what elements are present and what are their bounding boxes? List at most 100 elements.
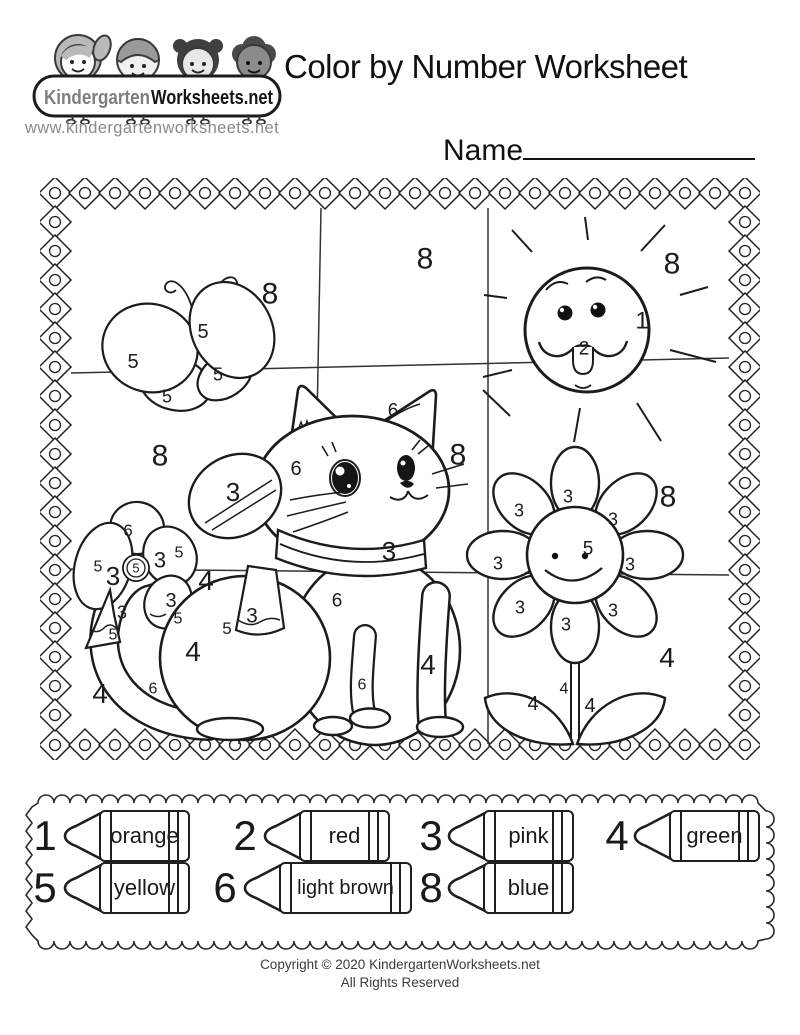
picture-number: 5 (162, 386, 172, 406)
border-diamond-dot (48, 679, 62, 693)
butterfly (101, 276, 276, 412)
picture-number: 6 (149, 681, 158, 698)
border-diamond (217, 178, 253, 211)
border-diamond (337, 178, 373, 211)
border-diamond (727, 465, 760, 501)
name-label: Name (443, 134, 524, 167)
border-diamond (427, 727, 463, 760)
border-diamond-dot (738, 621, 752, 635)
key-color-label: yellow (113, 875, 176, 900)
crayon-light-brown: light brown (242, 862, 412, 914)
border-diamond-dot (138, 738, 152, 752)
border-diamond-dot (48, 418, 62, 432)
border-diamond-dot (678, 186, 692, 200)
border-diamond (697, 727, 733, 760)
tail-bow (72, 500, 198, 650)
border-diamond-dot (558, 186, 572, 200)
border-diamond-dot (318, 186, 332, 200)
border-diamond (277, 178, 313, 211)
border-diamond-dot (738, 331, 752, 345)
border-diamond-dot (738, 244, 752, 258)
key-color-label: orange (110, 823, 179, 848)
picture-number: 3 (563, 486, 573, 506)
border-diamond (727, 610, 760, 646)
crayon-tip-icon (263, 811, 302, 861)
crayon-pink: pink (446, 810, 574, 862)
crayon-tip-icon (447, 811, 486, 861)
border-diamond (40, 320, 73, 356)
border-diamond-dot (738, 650, 752, 664)
cat-scarf (274, 528, 428, 578)
picture-number: 5 (583, 539, 594, 560)
border-diamond (157, 178, 193, 211)
picture-number: 5 (127, 351, 138, 373)
border-diamond (667, 727, 703, 760)
flower (465, 445, 685, 746)
border-diamond (697, 178, 733, 211)
crayon-blue: blue (446, 862, 574, 914)
border-diamond (727, 320, 760, 356)
border-diamond-dot (738, 389, 752, 403)
border-diamond-dot (78, 186, 92, 200)
border-diamond-dot (738, 592, 752, 606)
border-diamond (727, 552, 760, 588)
border-diamond-dot (288, 186, 302, 200)
border-diamond (547, 178, 583, 211)
border-diamond-dot (738, 563, 752, 577)
picture-number: 3 (106, 561, 120, 591)
key-number: 5 (33, 864, 57, 911)
border-diamond (40, 349, 73, 385)
key-color-label: pink (508, 823, 549, 848)
picture-number: 6 (332, 591, 343, 612)
border-diamond (40, 727, 73, 760)
border-diamond-dot (438, 738, 452, 752)
border-diamond-dot (48, 273, 62, 287)
picture-number: 5 (109, 627, 118, 644)
border-diamond-dot (48, 186, 62, 200)
border-diamond-dot (738, 273, 752, 287)
picture-number: 3 (382, 536, 396, 566)
border-diamond-dot (738, 534, 752, 548)
logo-kid-boy (115, 38, 161, 82)
key-number: 4 (605, 812, 629, 859)
key-item-6: 6 (208, 862, 242, 914)
border-diamond (127, 727, 163, 760)
picture-number: 4 (198, 565, 214, 596)
picture-number: 8 (152, 440, 169, 473)
border-diamond-dot (48, 244, 62, 258)
picture-number: 5 (132, 561, 139, 576)
key-color-label: light brown (297, 876, 394, 899)
site-logo: Kindergarten Worksheets.net (32, 34, 282, 124)
key-item-2: 2 (228, 810, 262, 862)
picture-number: 5 (222, 619, 231, 638)
border-diamond-dot (738, 505, 752, 519)
picture-number: 6 (123, 521, 132, 540)
border-diamond (637, 178, 673, 211)
picture-number: 3 (165, 590, 176, 612)
border-diamond (40, 610, 73, 646)
border-diamond (727, 727, 760, 760)
logo-kid-girl-pigtails (173, 39, 223, 81)
picture-number: 3 (625, 554, 635, 574)
border-diamond (40, 178, 73, 211)
border-diamond-dot (678, 738, 692, 752)
border-diamond (487, 178, 523, 211)
border-diamond (40, 697, 73, 733)
cat-front-paw (415, 715, 465, 739)
border-diamond (40, 668, 73, 704)
logo-kid-girl-ponytail (54, 34, 112, 82)
border-diamond (40, 436, 73, 472)
picture-number: 8 (262, 278, 279, 311)
border-diamond (40, 262, 73, 298)
picture-number: 8 (417, 243, 434, 276)
key-number: 1 (33, 812, 57, 859)
key-number: 6 (213, 864, 237, 911)
border-diamond-dot (738, 215, 752, 229)
border-diamond (727, 378, 760, 414)
picture-number: 1 (635, 307, 648, 334)
border-diamond-dot (48, 592, 62, 606)
border-diamond-dot (48, 534, 62, 548)
border-diamond-dot (48, 215, 62, 229)
border-diamond-dot (408, 738, 422, 752)
border-diamond (727, 697, 760, 733)
